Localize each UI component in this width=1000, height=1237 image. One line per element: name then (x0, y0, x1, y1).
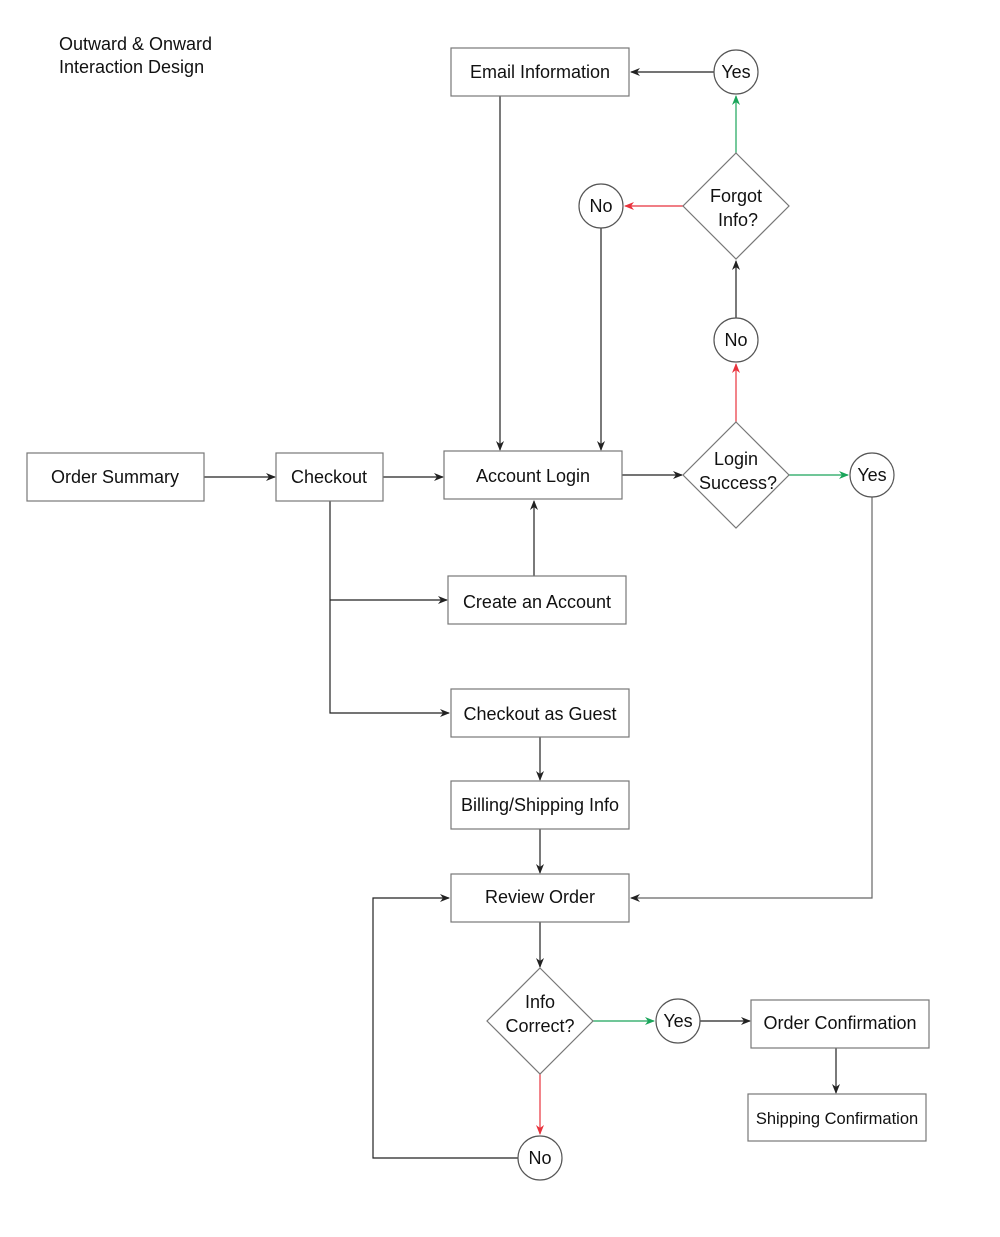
node-label: Checkout as Guest (463, 704, 616, 724)
node-label: No (589, 196, 612, 216)
node-review-order: Review Order (450, 873, 630, 923)
node-checkout-guest: Checkout as Guest (450, 688, 630, 738)
node-label-1: Info (525, 992, 555, 1012)
node-yes-email: Yes (713, 49, 759, 95)
node-label-2: Info? (718, 210, 758, 230)
title-line-2: Interaction Design (59, 57, 204, 77)
node-label-2: Success? (699, 473, 777, 493)
node-forgot-info: Forgot Info? (682, 152, 790, 260)
node-email-information: Email Information (450, 47, 630, 97)
node-label: Billing/Shipping Info (461, 795, 619, 815)
edges (204, 68, 873, 1159)
node-checkout: Checkout (275, 452, 384, 502)
node-label: Order Summary (51, 467, 179, 487)
node-order-confirmation: Order Confirmation (750, 999, 930, 1049)
node-label: No (724, 330, 747, 350)
edge-checkout-to-guest (329, 501, 450, 717)
node-label-2: Correct? (505, 1016, 574, 1036)
edge-yes-to-review (630, 497, 873, 902)
node-label-1: Login (714, 449, 758, 469)
node-label: No (528, 1148, 551, 1168)
node-label: Order Confirmation (763, 1013, 916, 1033)
node-login-success: Login Success? (682, 421, 790, 529)
node-label: Email Information (470, 62, 610, 82)
node-yes-login: Yes (849, 452, 895, 498)
node-label: Checkout (291, 467, 367, 487)
node-billing-shipping: Billing/Shipping Info (450, 780, 630, 830)
node-no-login: No (713, 317, 759, 363)
node-label: Yes (857, 465, 886, 485)
node-shipping-confirmation: Shipping Confirmation (747, 1093, 927, 1142)
edge-no-to-review (372, 894, 518, 1159)
node-label: Yes (663, 1011, 692, 1031)
node-label: Account Login (476, 466, 590, 486)
node-label-1: Forgot (710, 186, 762, 206)
node-label: Yes (721, 62, 750, 82)
node-yes-info: Yes (655, 998, 701, 1044)
node-account-login: Account Login (443, 450, 623, 500)
node-info-correct: Info Correct? (486, 967, 594, 1075)
node-label: Create an Account (463, 592, 611, 612)
title-line-1: Outward & Onward (59, 34, 212, 54)
node-create-account: Create an Account (447, 575, 627, 625)
node-no-info: No (517, 1135, 563, 1181)
node-no-forgot: No (578, 183, 624, 229)
node-label: Shipping Confirmation (756, 1110, 918, 1128)
node-label: Review Order (485, 887, 595, 907)
node-order-summary: Order Summary (26, 452, 205, 502)
